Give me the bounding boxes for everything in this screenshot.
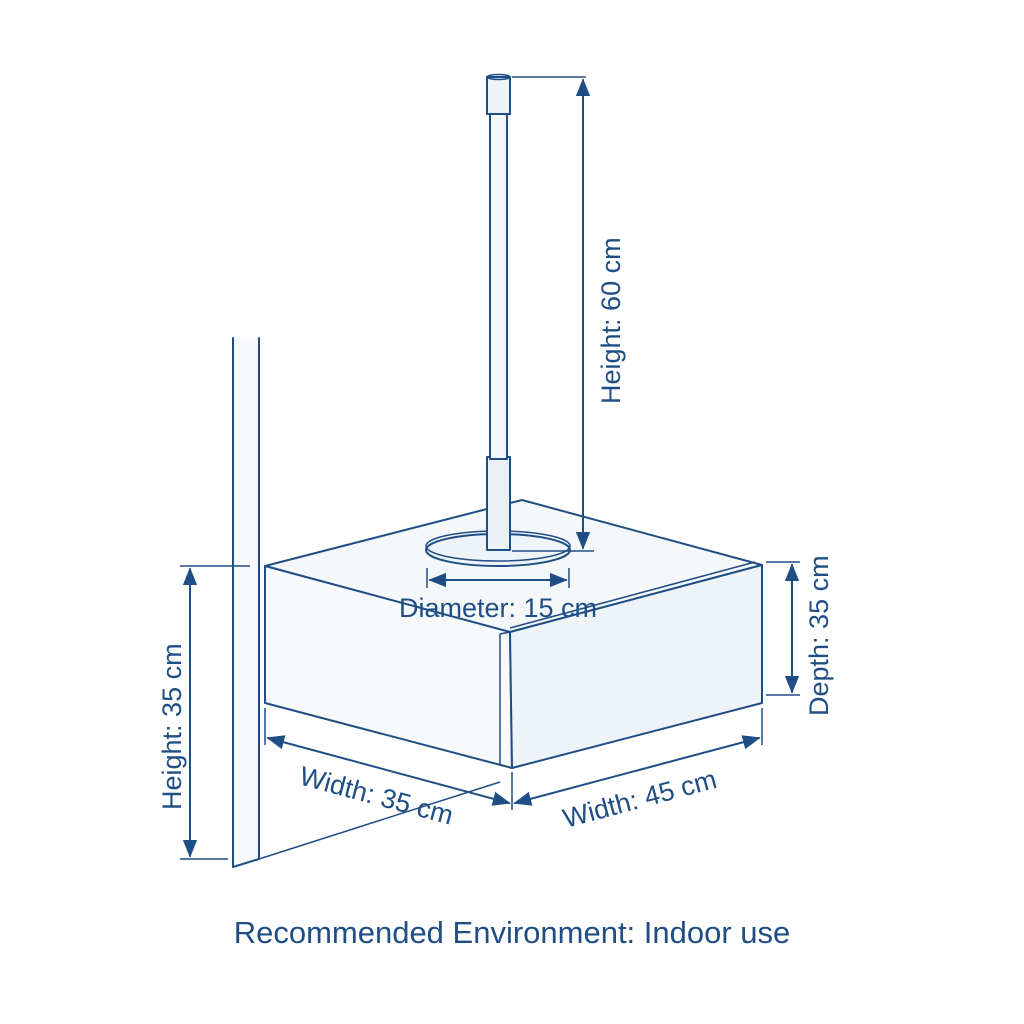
box-height-dimension: Height: 35 cm — [157, 565, 250, 860]
width-side-label: Width: 45 cm — [560, 764, 720, 834]
depth-label: Depth: 35 cm — [804, 555, 834, 716]
rod — [486, 73, 511, 551]
rod-height-dimension: Height: 60 cm — [512, 76, 626, 552]
diameter-label: Diameter: 15 cm — [399, 593, 597, 623]
caption: Recommended Environment: Indoor use — [234, 915, 791, 950]
width-front-label: Width: 35 cm — [296, 761, 456, 831]
box-side-face — [509, 564, 763, 769]
diameter-dimension: Diameter: 15 cm — [399, 568, 597, 623]
depth-dimension: Depth: 35 cm — [766, 555, 834, 716]
rod-height-label: Height: 60 cm — [596, 237, 626, 404]
box-height-label: Height: 35 cm — [157, 643, 187, 810]
